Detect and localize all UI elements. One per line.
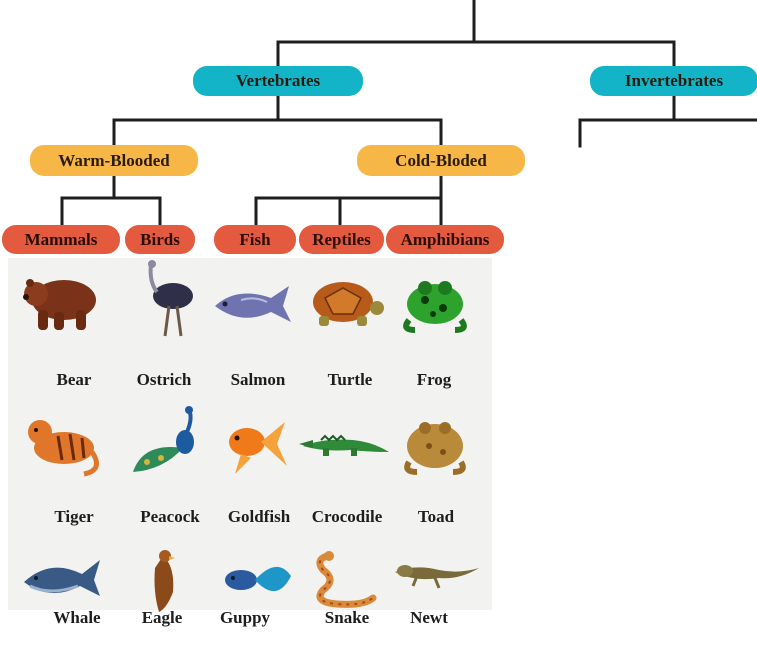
classification-tree-lines: [60, 0, 757, 227]
amphibians-label: Amphibians: [400, 229, 490, 249]
animal-label-salmon: Salmon: [230, 370, 286, 389]
fish-label: Fish: [239, 229, 271, 249]
mammals-label: Mammals: [24, 229, 98, 249]
bear-icon: [23, 279, 96, 330]
invertebrates-node: Invertebrates: [590, 66, 757, 96]
mammals-node: Mammals: [2, 225, 120, 254]
frog-icon: [403, 281, 467, 333]
animal-label-turtle: Turtle: [327, 370, 373, 389]
animal-cell-turtle: [297, 262, 389, 372]
newt-icon: [395, 565, 479, 589]
animal-label-toad: Toad: [417, 507, 455, 526]
invertebrates-label: Invertebrates: [624, 71, 724, 90]
snake-icon: [316, 551, 377, 608]
animal-label-guppy: Guppy: [219, 608, 271, 627]
eagle-icon: [154, 550, 175, 612]
reptiles-node: Reptiles: [299, 225, 384, 254]
animal-cell-tiger: [14, 404, 106, 514]
animal-label-snake: Snake: [324, 608, 370, 627]
animal-label-newt: Newt: [410, 608, 448, 627]
whale-icon: [24, 560, 100, 596]
animal-cell-crocodile: [297, 404, 389, 514]
animal-cell-salmon: [205, 262, 297, 372]
toad-icon: [404, 422, 466, 475]
animal-label-whale: Whale: [53, 608, 101, 627]
peacock-icon: [133, 406, 194, 472]
animal-cell-toad: [389, 404, 481, 514]
animal-label-tiger: Tiger: [54, 507, 94, 526]
reptiles-label: Reptiles: [312, 229, 371, 249]
guppy-icon: [225, 566, 291, 592]
animal-label-peacock: Peacock: [140, 507, 200, 526]
animal-label-bear: Bear: [56, 370, 92, 389]
animal-cell-newt: [389, 538, 481, 648]
cold-blooded-node: Cold-Bloded: [357, 145, 525, 176]
warm-blooded-node: Warm-Blooded: [30, 145, 198, 176]
salmon-icon: [215, 286, 291, 322]
vertebrates-node: Vertebrates: [193, 66, 363, 96]
cold-blooded-label: Cold-Bloded: [395, 150, 487, 170]
animal-label-eagle: Eagle: [141, 608, 183, 627]
tiger-icon: [28, 420, 99, 477]
birds-node: Birds: [125, 225, 195, 254]
warm-blooded-label: Warm-Blooded: [58, 150, 170, 170]
crocodile-icon: [299, 434, 389, 456]
goldfish-icon: [229, 422, 287, 474]
turtle-icon: [313, 282, 384, 326]
animal-cell-goldfish: [205, 404, 297, 514]
animal-label-frog: Frog: [416, 370, 452, 389]
fish-node: Fish: [214, 225, 296, 254]
vertebrates-label: Vertebrates: [235, 71, 321, 90]
ostrich-icon: [148, 260, 193, 337]
animal-cell-bear: [14, 262, 106, 372]
birds-label: Birds: [140, 229, 180, 249]
animal-cell-guppy: [205, 538, 297, 648]
animal-label-goldfish: Goldfish: [227, 507, 291, 526]
amphibians-node: Amphibians: [386, 225, 504, 254]
animal-cell-ostrich: [117, 260, 209, 372]
animal-cell-whale: [14, 538, 106, 648]
animal-cell-snake: [297, 538, 389, 648]
animal-cell-peacock: [117, 404, 209, 514]
animal-cell-frog: [389, 262, 481, 372]
animal-cell-eagle: [117, 538, 209, 648]
animal-label-ostrich: Ostrich: [136, 370, 192, 389]
animal-label-crocodile: Crocodile: [311, 507, 383, 526]
